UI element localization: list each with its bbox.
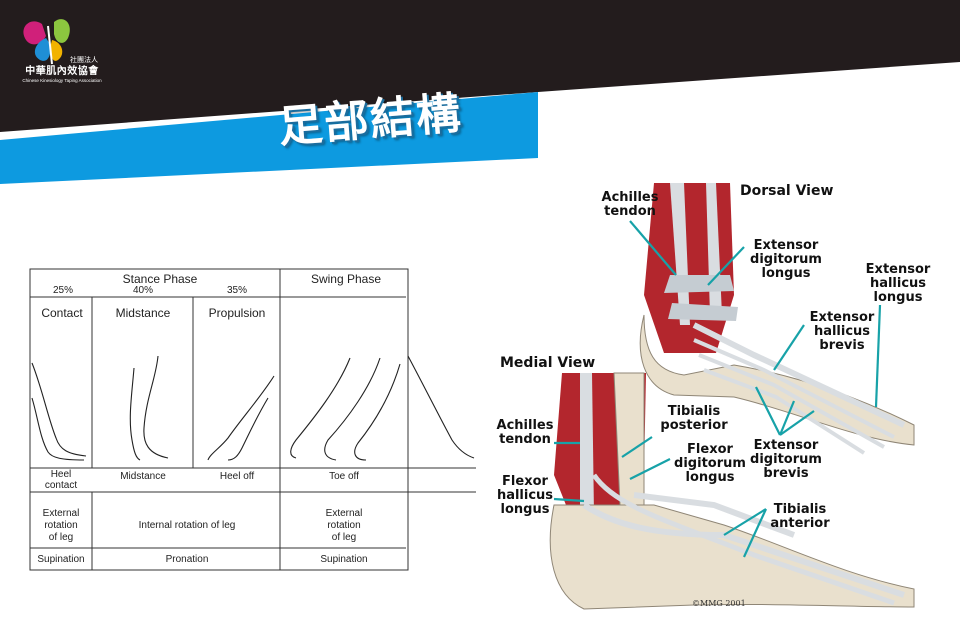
label-line: Achilles [496,418,554,433]
label-line: hallicus [869,276,927,291]
gait-grid [29,268,476,571]
foot-anatomy-illustration: Dorsal View Medial View Achilles tendon … [494,175,960,629]
table-border [29,268,409,571]
gait-cycle-table: Stance Phase Swing Phase 25% 40% 35% Con… [28,268,478,572]
pct-midstance: 40% [132,285,153,296]
rot-external-2b: rotation [327,520,361,531]
label-line: longus [761,266,811,281]
label-line: Extensor [753,438,819,453]
mot-supination-1: Supination [37,554,85,565]
header-band: 社團法人 中華肌內效協會 Chinese Kinesiology Taping … [0,0,960,190]
copyright-note: ©MMG 2001 [692,599,746,608]
stance-phase-header: Stance Phase [122,272,198,286]
label-line: Extensor [809,310,875,325]
label-line: brevis [763,466,809,481]
medial-foot [549,372,915,610]
label-extensor-digitorum-brevis: Extensor digitorum brevis [746,439,826,481]
col-propulsion: Propulsion [208,306,266,320]
label-line: longus [500,502,550,517]
label-line: Achilles [601,190,659,205]
rot-external-2a: External [325,508,363,519]
label-line: Flexor [502,474,548,489]
medial-view-label: Medial View [500,355,596,371]
label-line: longus [873,290,923,305]
foot-anatomy-drawing [549,183,915,610]
label-tibialis-posterior: Tibialis posterior [654,405,734,433]
label-line: Tibialis [667,404,721,419]
rot-internal: Internal rotation of leg [138,520,236,531]
label-line: Extensor [865,262,931,277]
header-shapes [0,0,960,184]
pct-propulsion: 35% [226,285,247,296]
label-extensor-hallicus-brevis: Extensor hallicus brevis [802,311,882,353]
mot-pronation: Pronation [165,554,209,565]
label-line: Extensor [753,238,819,253]
col-midstance: Midstance [115,306,171,320]
evt-heel-contact-1: Heel [50,469,72,480]
label-line: Tibialis [773,502,827,517]
label-line: hallicus [496,488,554,503]
label-line: digitorum [750,452,822,467]
swing-phase-header: Swing Phase [310,272,382,286]
evt-midstance: Midstance [120,471,166,482]
org-name: 中華肌內效協會 [25,66,99,77]
rot-external-2c: of leg [331,532,357,543]
rot-external-1a: External [42,508,80,519]
label-flexor-digitorum-longus: Flexor digitorum longus [670,443,750,485]
evt-toe-off: Toe off [329,471,359,482]
label-achilles-medial: Achilles tendon [494,419,556,447]
col-contact: Contact [41,306,83,320]
pointer-lines [553,220,882,558]
label-line: anterior [770,516,830,531]
pct-contact: 25% [52,285,73,296]
label-extensor-hallicus-longus: Extensor hallicus longus [858,263,938,305]
label-line: tendon [604,204,656,219]
label-achilles-top: Achilles tendon [590,191,670,219]
label-line: digitorum [674,456,746,471]
evt-heel-off: Heel off [219,471,255,482]
dark-band [0,0,960,132]
label-tibialis-anterior: Tibialis anterior [760,503,840,531]
label-extensor-digitorum-longus: Extensor digitorum longus [746,239,826,281]
label-line: hallicus [813,324,871,339]
label-flexor-hallicus-longus: Flexor hallicus longus [494,475,556,517]
label-line: tendon [499,432,551,447]
label-line: longus [685,470,735,485]
butterfly-logo-icon [23,19,70,65]
label-line: brevis [819,338,865,353]
leg-sketches [31,355,475,461]
label-line: Flexor [687,442,733,457]
label-line: posterior [660,418,728,433]
rot-external-1b: rotation [44,520,78,531]
org-english: Chinese Kinesiology Taping Association [22,78,102,83]
label-line: digitorum [750,252,822,267]
blue-band [0,92,538,184]
rot-external-1c: of leg [48,532,74,543]
org-prefix: 社團法人 [70,56,98,64]
evt-heel-contact-2: contact [44,480,78,491]
dorsal-foot [639,183,915,455]
dorsal-view-label: Dorsal View [740,183,834,199]
mot-supination-2: Supination [320,554,368,565]
